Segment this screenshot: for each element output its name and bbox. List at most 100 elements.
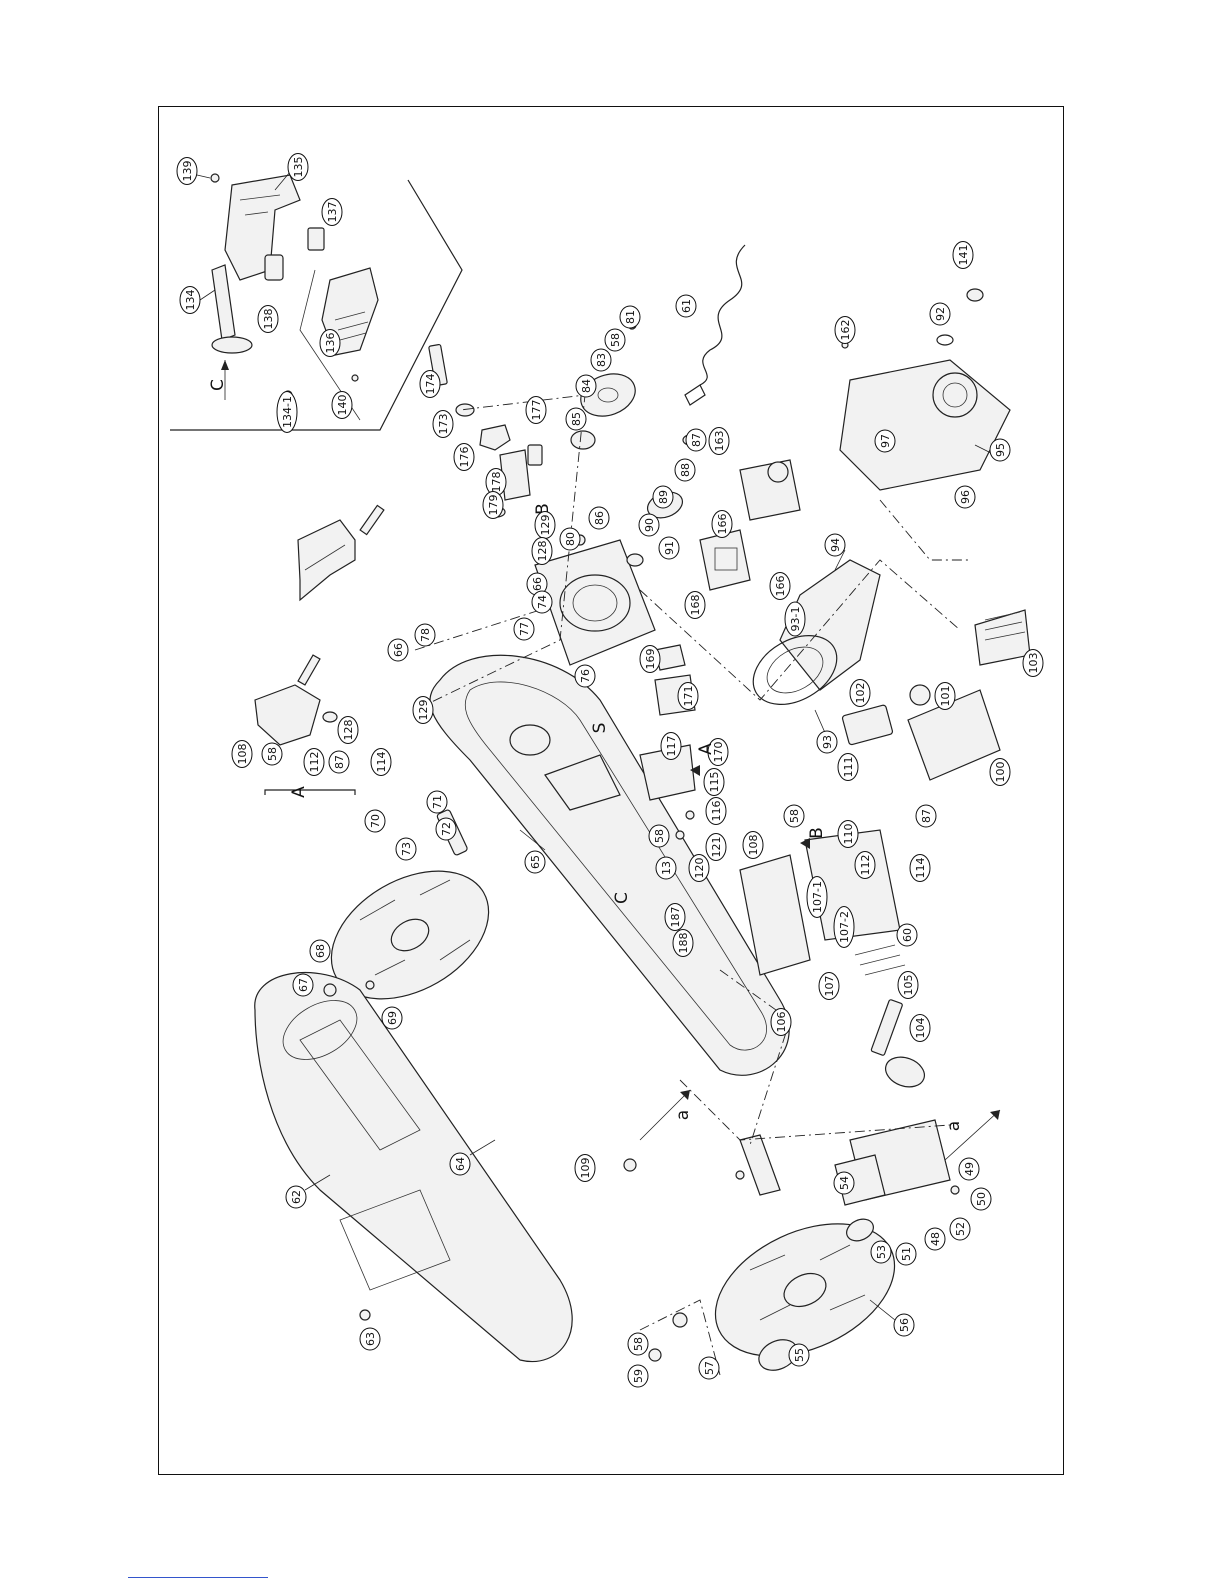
callout-112: 112 bbox=[303, 748, 325, 776]
direction-arrows bbox=[221, 360, 1001, 1161]
callout-text: B bbox=[533, 503, 553, 515]
diagram-frame bbox=[158, 106, 1064, 1475]
callout-60: 60 bbox=[896, 923, 918, 947]
callout-68: 68 bbox=[309, 939, 331, 963]
callout-88: 88 bbox=[674, 458, 696, 482]
callout-text: A bbox=[289, 786, 309, 798]
callout-71: 71 bbox=[426, 790, 448, 814]
callout-92: 92 bbox=[929, 302, 951, 326]
callout-94: 94 bbox=[824, 533, 846, 557]
callout-136: 136 bbox=[319, 329, 341, 357]
callout-69: 69 bbox=[381, 1006, 403, 1030]
callout-text: 107-2 bbox=[838, 911, 851, 943]
callout-text: 178 bbox=[490, 472, 503, 493]
callout-text: 93 bbox=[821, 735, 834, 749]
callout-text: 106 bbox=[775, 1012, 788, 1033]
callout-text: 76 bbox=[579, 669, 592, 683]
callout-text: 166 bbox=[774, 576, 787, 597]
callout-text: A bbox=[696, 743, 716, 755]
callout-62: 62 bbox=[285, 1185, 307, 1209]
callout-93: 93 bbox=[816, 730, 838, 754]
callout-106: 106 bbox=[770, 1008, 792, 1036]
callout-text: 128 bbox=[536, 541, 549, 562]
callout-58: 58 bbox=[627, 1332, 649, 1356]
callout-179: 179 bbox=[482, 491, 504, 519]
callout-a: a bbox=[673, 1110, 693, 1120]
callout-13: 13 bbox=[655, 856, 677, 880]
callout-93-1: 93-1 bbox=[784, 601, 806, 637]
callout-text: 74 bbox=[536, 595, 549, 609]
blade-guide-assembly-a bbox=[254, 654, 356, 795]
callout-141: 141 bbox=[952, 241, 974, 269]
callout-text: 139 bbox=[181, 161, 194, 182]
callout-174: 174 bbox=[419, 370, 441, 398]
inset-border bbox=[170, 179, 463, 431]
callout-text: 54 bbox=[838, 1176, 851, 1190]
callout-text: 174 bbox=[424, 374, 437, 395]
callout-text: 128 bbox=[342, 720, 355, 741]
callout-text: 117 bbox=[665, 736, 678, 757]
callout-text: 112 bbox=[859, 855, 872, 876]
callout-59: 59 bbox=[627, 1364, 649, 1388]
callout-text: 58 bbox=[609, 333, 622, 347]
callout-108: 108 bbox=[231, 740, 253, 768]
callout-80: 80 bbox=[559, 527, 581, 551]
control-box bbox=[841, 609, 1031, 781]
callout-76: 76 bbox=[574, 664, 596, 688]
upper-guide-bracket-b bbox=[297, 504, 385, 602]
callout-168: 168 bbox=[684, 591, 706, 619]
callout-56: 56 bbox=[893, 1313, 915, 1337]
callout-text: 66 bbox=[531, 577, 544, 591]
callout-text: 62 bbox=[290, 1190, 303, 1204]
callout-178: 178 bbox=[485, 468, 507, 496]
callout-177: 177 bbox=[525, 396, 547, 424]
callout-text: 162 bbox=[839, 320, 852, 341]
callout-58: 58 bbox=[648, 824, 670, 848]
callout-s: S bbox=[590, 723, 610, 734]
callout-87: 87 bbox=[328, 750, 350, 774]
callout-163: 163 bbox=[708, 427, 730, 455]
callout-text: 58 bbox=[266, 747, 279, 761]
footer-link-underline bbox=[128, 1577, 268, 1578]
callout-text: 51 bbox=[900, 1247, 913, 1261]
callout-73: 73 bbox=[395, 837, 417, 861]
callout-text: 69 bbox=[386, 1011, 399, 1025]
callout-text: 136 bbox=[324, 333, 337, 354]
callout-text: 129 bbox=[417, 700, 430, 721]
callout-58: 58 bbox=[783, 804, 805, 828]
callout-text: 58 bbox=[632, 1337, 645, 1351]
callout-text: 13 bbox=[660, 861, 673, 875]
callout-text: 114 bbox=[914, 858, 927, 879]
callout-187: 187 bbox=[664, 903, 686, 931]
callout-text: 103 bbox=[1027, 653, 1040, 674]
callout-text: 92 bbox=[934, 307, 947, 321]
callout-text: 89 bbox=[657, 490, 670, 504]
callout-text: 102 bbox=[854, 683, 867, 704]
callout-text: 97 bbox=[879, 434, 892, 448]
callout-text: 173 bbox=[437, 414, 450, 435]
callout-text: 61 bbox=[680, 299, 693, 313]
callout-text: 80 bbox=[564, 532, 577, 546]
saw-frame bbox=[429, 654, 790, 1076]
callout-text: 169 bbox=[644, 649, 657, 670]
callout-84: 84 bbox=[575, 374, 597, 398]
callout-text: 101 bbox=[939, 686, 952, 707]
callout-89: 89 bbox=[652, 485, 674, 509]
callout-text: 77 bbox=[518, 622, 531, 636]
callout-text: 105 bbox=[902, 975, 915, 996]
callout-105: 105 bbox=[897, 971, 919, 999]
callout-162: 162 bbox=[834, 316, 856, 344]
callout-120: 120 bbox=[688, 854, 710, 882]
callout-138: 138 bbox=[257, 305, 279, 333]
callout-101: 101 bbox=[934, 682, 956, 710]
callout-108: 108 bbox=[742, 831, 764, 859]
callout-63: 63 bbox=[359, 1327, 381, 1351]
callout-48: 48 bbox=[924, 1227, 946, 1251]
callout-text: 94 bbox=[829, 538, 842, 552]
callout-135: 135 bbox=[287, 153, 309, 181]
callout-78: 78 bbox=[414, 623, 436, 647]
callout-97: 97 bbox=[874, 429, 896, 453]
fasteners bbox=[210, 173, 960, 1362]
callout-text: 72 bbox=[440, 822, 453, 836]
